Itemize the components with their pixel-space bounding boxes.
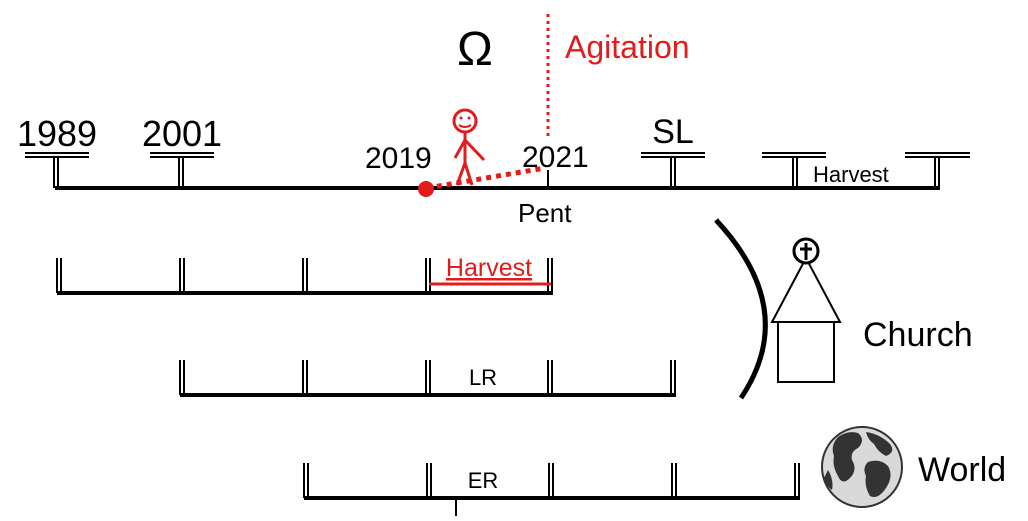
sl-label: SL <box>652 113 694 151</box>
harvest-top-label: Harvest <box>813 162 889 187</box>
year-1989-label: 1989 <box>17 113 97 154</box>
tick-sl <box>641 152 705 188</box>
church-bracket <box>714 218 768 400</box>
progress-dotted-line <box>426 165 546 191</box>
tick-harvest-left <box>762 152 826 188</box>
timeline-row4 <box>303 463 800 516</box>
agitation-label: Agitation <box>565 29 690 65</box>
world-label: World <box>918 451 1006 489</box>
year-2001-label: 2001 <box>142 113 222 154</box>
timeline-top <box>25 152 970 190</box>
church-icon <box>770 237 842 383</box>
tick-harvest-right <box>905 152 970 188</box>
tick-2001 <box>150 152 214 188</box>
year-2021-label: 2021 <box>522 141 589 174</box>
cross-icon <box>792 237 820 265</box>
tick-1989 <box>25 152 89 188</box>
current-position-dot <box>418 181 434 197</box>
globe-icon <box>821 426 903 508</box>
church-label: Church <box>863 316 973 354</box>
lr-label: LR <box>469 365 497 390</box>
omega-symbol: Ω <box>457 23 493 76</box>
er-label: ER <box>468 468 499 493</box>
year-2019-label: 2019 <box>365 142 432 175</box>
timeline-row2 <box>56 258 553 295</box>
harvest-red-label: Harvest <box>446 254 532 282</box>
timeline-row3 <box>179 360 676 397</box>
stick-figure-icon <box>452 108 486 186</box>
pent-label: Pent <box>518 198 572 228</box>
